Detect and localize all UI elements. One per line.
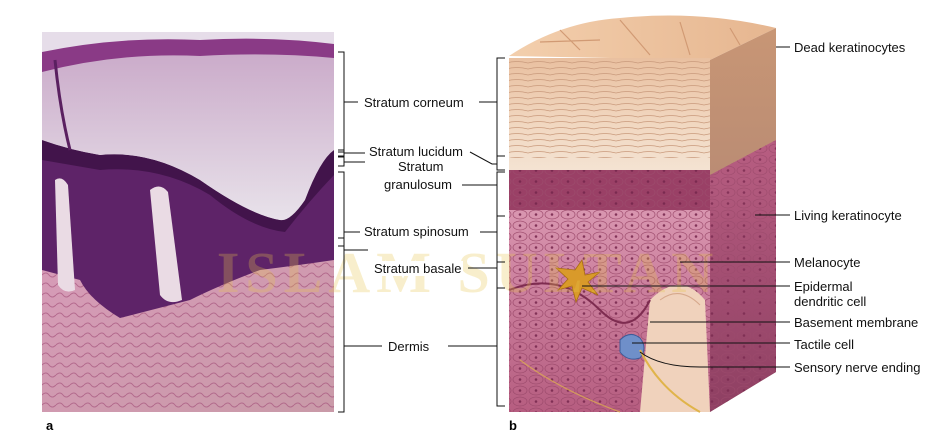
label-basement-membrane: Basement membrane xyxy=(794,315,918,330)
label-stratum-granulosum-line2: granulosum xyxy=(382,177,454,192)
watermark-text: ISLAM SULTAN xyxy=(217,240,719,305)
skin-block-panel: b xyxy=(509,16,776,433)
micrograph-panel: a xyxy=(42,32,334,433)
panel-a-tag: a xyxy=(46,418,54,433)
label-stratum-corneum: Stratum corneum xyxy=(362,95,466,110)
label-dead-keratinocytes: Dead keratinocytes xyxy=(794,40,905,55)
label-sensory-nerve-ending: Sensory nerve ending xyxy=(794,360,920,375)
label-tactile-cell: Tactile cell xyxy=(794,337,854,352)
label-dermis: Dermis xyxy=(386,339,431,354)
label-melanocyte: Melanocyte xyxy=(794,255,860,270)
label-epidermal-dendritic-cell-line1: Epidermal xyxy=(794,279,853,294)
label-stratum-granulosum-line1: Stratum xyxy=(396,159,446,174)
label-stratum-lucidum: Stratum lucidum xyxy=(367,144,465,159)
label-stratum-basale: Stratum basale xyxy=(372,261,463,276)
panel-b-tag: b xyxy=(509,418,517,433)
label-living-keratinocyte: Living keratinocyte xyxy=(794,208,902,223)
label-epidermal-dendritic-cell-line2: dendritic cell xyxy=(794,294,866,309)
label-stratum-spinosum: Stratum spinosum xyxy=(362,224,471,239)
